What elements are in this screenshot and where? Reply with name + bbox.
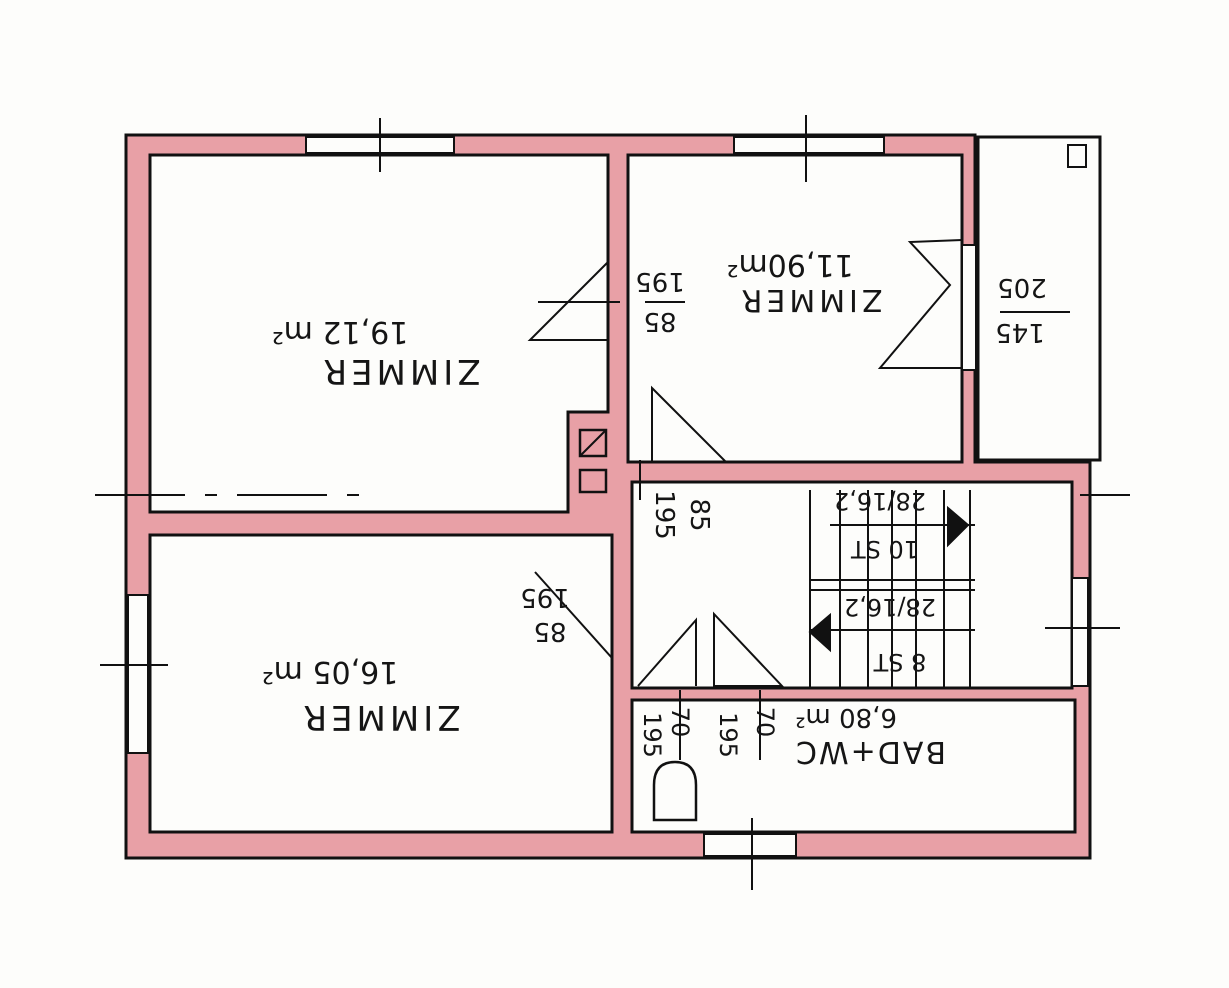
door-width: 85 — [684, 498, 714, 531]
door-swing — [713, 611, 785, 687]
room-name: ZIMMER — [738, 282, 883, 317]
door-swing — [534, 571, 613, 661]
window — [703, 833, 797, 857]
door-height: 195 — [635, 266, 685, 296]
room-name: ZIMMER — [299, 697, 460, 737]
stair-count: 10 ST — [851, 535, 919, 563]
window — [127, 594, 149, 754]
balcony — [976, 135, 1102, 462]
room-name: BAD+WC — [794, 734, 946, 769]
stair-dims: 28/16,2 — [834, 487, 926, 515]
stair-arrow-icon — [808, 612, 831, 653]
room-area: 11,90m² — [726, 247, 853, 282]
door-swing — [637, 617, 697, 687]
door-width: 85 — [533, 616, 566, 646]
door-swing — [651, 385, 729, 463]
stair-dims: 28/16,2 — [844, 593, 936, 621]
door-swing — [877, 239, 963, 369]
balcony-drain-icon — [1067, 144, 1087, 168]
door-width: 70 — [751, 707, 779, 738]
door-width: 145 — [995, 317, 1045, 347]
door-width: 85 — [643, 306, 676, 336]
room-area: 16,05 m² — [262, 654, 399, 689]
windows — [127, 136, 1089, 857]
door-height: 195 — [520, 582, 570, 612]
room-zimmer-11 — [626, 153, 964, 464]
room-zimmer-19 — [148, 153, 610, 514]
window — [961, 244, 977, 371]
door-height: 195 — [649, 490, 679, 540]
door-height: 205 — [997, 272, 1047, 302]
stair-count: 8 ST — [873, 648, 926, 676]
window — [1071, 577, 1089, 687]
toilet-icon — [652, 760, 698, 822]
stair-arrow-icon — [947, 505, 970, 548]
door-height: 195 — [714, 712, 742, 758]
room-bad-wc — [630, 698, 1077, 834]
room-zimmer-16 — [148, 533, 614, 834]
room-name: ZIMMER — [319, 351, 480, 391]
chimney-flue-2 — [578, 468, 608, 494]
window — [733, 136, 885, 154]
staircase — [808, 490, 975, 688]
door-height: 195 — [638, 712, 666, 758]
room-area: 6,80 m² — [795, 702, 897, 732]
door-swing — [527, 261, 609, 341]
chimney-flue — [578, 428, 608, 458]
room-area: 19,12 m² — [272, 314, 409, 349]
door-swings — [527, 239, 963, 687]
